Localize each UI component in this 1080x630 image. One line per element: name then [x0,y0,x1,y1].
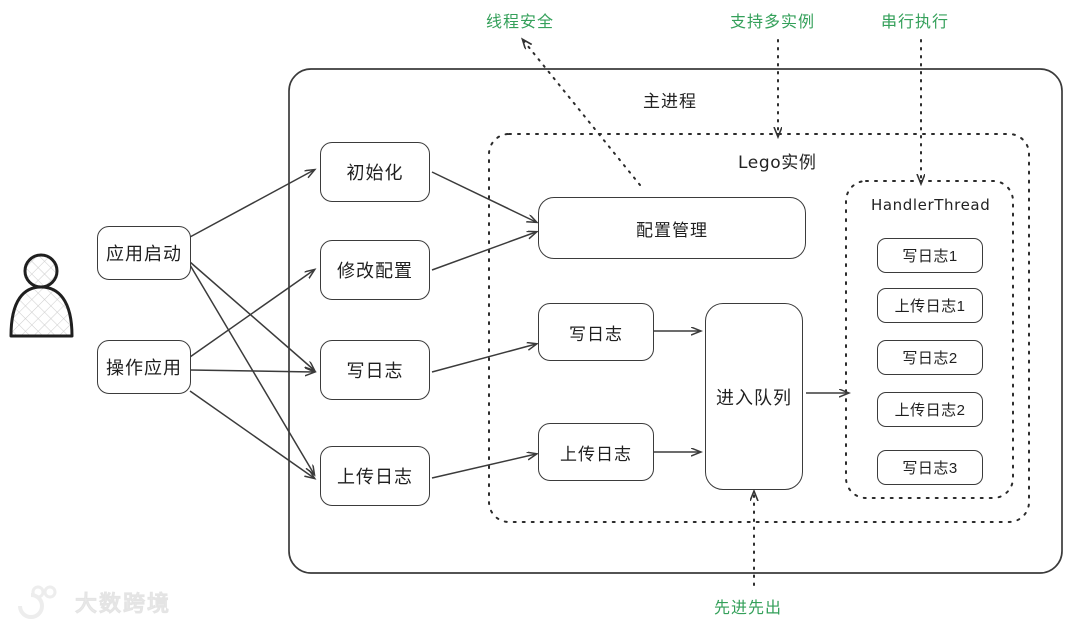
annotation-fifo: 先进先出 [714,600,783,617]
arrow-operate-writelog [189,370,314,372]
node-operate-app[interactable]: 操作应用 [97,340,191,394]
node-lego-write-log[interactable]: 写日志 [538,303,654,361]
lego-instance-label: Lego实例 [738,153,817,173]
node-handler-upload-log-2[interactable]: 上传日志2 [877,392,983,427]
arrow-init-config [431,171,536,222]
node-config-manager[interactable]: 配置管理 [538,197,806,259]
main-process-boundary [288,68,1063,574]
lego-instance-boundary [488,133,1030,523]
annotation-multi-instance: 支持多实例 [730,14,816,31]
node-handler-write-log-1[interactable]: 写日志1 [877,238,983,273]
node-handler-write-log-3[interactable]: 写日志3 [877,450,983,485]
arrow-modifyconfig-config [431,232,536,271]
leader-thread-safe [523,40,641,186]
annotation-thread-safe: 线程安全 [486,14,555,31]
watermark-logo-icon [18,585,57,619]
user-actor-icon [9,253,74,338]
main-process-label: 主进程 [643,92,697,111]
node-queue[interactable]: 进入队列 [705,303,803,490]
handler-thread-label: HandlerThread [871,196,991,214]
arrow-uploadlog-legoupload [431,454,536,479]
node-init[interactable]: 初始化 [320,142,430,202]
node-app-start[interactable]: 应用启动 [97,226,191,280]
arrow-appstart-init [189,170,314,238]
annotation-serial-exec: 串行执行 [881,14,950,31]
watermark: 大数跨境 [14,586,171,618]
arrow-operate-modifyconfig [189,270,314,358]
handler-thread-boundary [845,180,1014,499]
arrow-appstart-writelog [189,261,314,370]
node-modify-config[interactable]: 修改配置 [320,240,430,300]
node-handler-write-log-2[interactable]: 写日志2 [877,340,983,375]
node-write-log[interactable]: 写日志 [320,340,430,400]
node-handler-upload-log-1[interactable]: 上传日志1 [877,288,983,323]
arrow-operate-uploadlog [189,390,314,478]
watermark-text: 大数跨境 [75,591,172,617]
arrow-writelog-legowrite [431,344,536,373]
arrow-appstart-uploadlog [189,264,314,474]
node-lego-upload-log[interactable]: 上传日志 [538,423,654,481]
node-upload-log[interactable]: 上传日志 [320,446,430,506]
